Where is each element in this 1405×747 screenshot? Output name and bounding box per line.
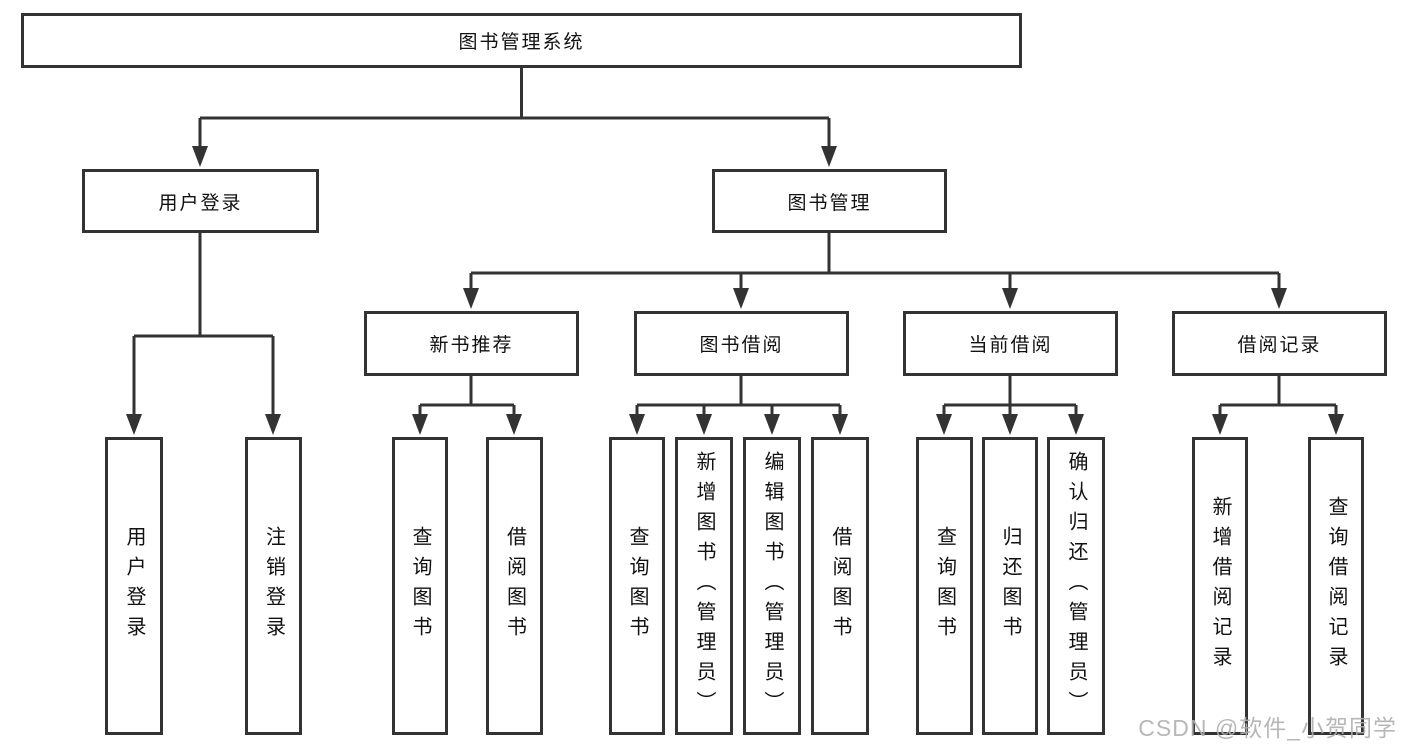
node-book-management-system: 图书管理系统: [21, 13, 1022, 68]
node-new-book-recommendation: 新书推荐: [364, 311, 579, 376]
node-label: 编辑图书（管理员）: [761, 451, 783, 721]
leaf-query-book-borrowing: 查询图书: [609, 437, 665, 735]
node-label: 确认归还（管理员）: [1065, 451, 1087, 721]
leaf-borrow-book-recommend: 借阅图书: [486, 437, 543, 735]
node-label: 新书推荐: [429, 335, 514, 356]
leaf-borrow-book: 借阅图书: [811, 437, 869, 735]
leaf-logout: 注销登录: [245, 437, 302, 735]
leaf-confirm-return-admin: 确认归还（管理员）: [1047, 437, 1105, 735]
node-user-login: 用户登录: [82, 169, 319, 233]
leaf-query-book-current: 查询图书: [916, 437, 973, 735]
node-label: 查询图书: [933, 526, 956, 646]
leaf-add-book-admin: 新增图书（管理员）: [675, 437, 733, 735]
node-label: 注销登录: [262, 526, 285, 646]
node-label: 用户登录: [158, 192, 243, 214]
watermark: CSDN @软件_小贺同学: [1138, 715, 1397, 741]
leaf-query-borrow-record: 查询借阅记录: [1308, 437, 1364, 735]
leaf-query-book-recommend: 查询图书: [392, 437, 448, 735]
leaf-user-login: 用户登录: [105, 437, 163, 735]
node-label: 查询图书: [409, 526, 431, 646]
node-label: 借阅记录: [1237, 335, 1322, 356]
node-label: 归还图书: [999, 526, 1021, 646]
node-label: 借阅图书: [829, 526, 851, 646]
node-label: 图书管理: [787, 192, 872, 214]
node-label: 借阅图书: [503, 526, 526, 646]
node-label: 当前借阅: [968, 335, 1053, 356]
node-book-management: 图书管理: [712, 169, 947, 233]
node-borrowing-records: 借阅记录: [1172, 311, 1387, 376]
node-label: 查询图书: [626, 526, 648, 646]
leaf-return-book: 归还图书: [982, 437, 1038, 735]
node-label: 图书管理系统: [458, 32, 585, 53]
node-book-borrowing: 图书借阅: [634, 311, 849, 376]
node-label: 图书借阅: [699, 335, 784, 356]
node-label: 用户登录: [123, 526, 145, 646]
node-label: 查询借阅记录: [1325, 496, 1347, 676]
leaf-edit-book-admin: 编辑图书（管理员）: [743, 437, 801, 735]
node-label: 新增图书（管理员）: [693, 451, 715, 721]
node-label: 新增借阅记录: [1209, 496, 1231, 676]
node-current-borrowing: 当前借阅: [903, 311, 1118, 376]
leaf-add-borrow-record: 新增借阅记录: [1192, 437, 1248, 735]
